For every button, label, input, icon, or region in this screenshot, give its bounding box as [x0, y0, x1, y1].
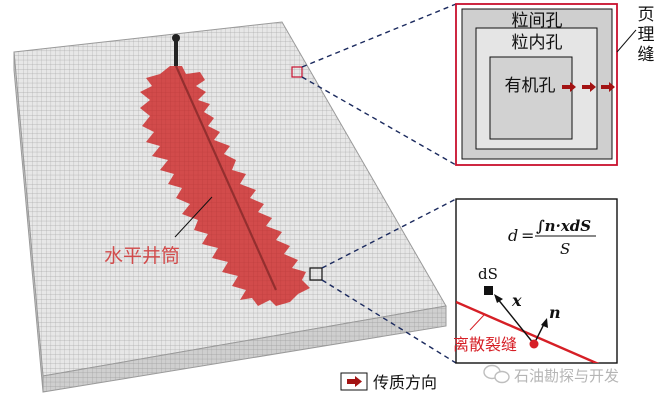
watermark-text: 石油勘探与开发	[514, 367, 619, 385]
svg-text:∫n·xdS: ∫n·xdS	[536, 217, 591, 235]
svg-text:S: S	[560, 240, 570, 258]
x-vector-label: x	[511, 291, 522, 310]
organic-pore-box	[489, 56, 573, 140]
discrete-fracture-leader	[469, 314, 485, 331]
svg-text:页理缝: 页理缝	[638, 5, 655, 65]
bedding-fracture-char: 理	[638, 25, 655, 45]
x-vector-arrowhead	[494, 294, 503, 303]
discrete-fracture-line	[456, 300, 600, 363]
slab-front-face	[42, 305, 447, 393]
bedding-fracture-char: 页	[638, 5, 655, 25]
n-vector-arrowhead	[541, 318, 548, 328]
wellbore-label: 水平井筒	[104, 245, 180, 267]
svg-text:=: =	[521, 226, 534, 245]
organic-pore-label: 有机孔	[505, 76, 556, 96]
bedding-fracture-char: 缝	[638, 45, 655, 65]
n-vector-label: n	[549, 303, 561, 322]
wechat-logo-icon	[483, 364, 510, 384]
distance-formula: d = ∫n·xdS S	[508, 217, 596, 258]
bedding-fracture-label: 页理缝	[616, 5, 655, 65]
ds-element-square	[484, 286, 493, 295]
discrete-fracture-inset: d = ∫n·xdS S dS x n 离散裂缝	[453, 198, 618, 364]
ds-label: dS	[478, 265, 498, 283]
pore-zoom-marker	[291, 66, 303, 78]
x-vector-line	[496, 297, 535, 345]
intergranular-pore-label: 粒间孔	[512, 11, 563, 31]
legend: 传质方向	[340, 372, 437, 392]
right-arrow-icon	[347, 376, 362, 387]
fracture-point	[529, 339, 539, 349]
horizontal-wellbore	[172, 34, 278, 291]
discrete-fracture-label: 离散裂缝	[453, 335, 517, 354]
mass-transfer-arrows	[562, 82, 615, 92]
watermark: 石油勘探与开发	[483, 364, 619, 385]
zoom-connectors	[301, 3, 457, 364]
fracture-zoom-marker	[309, 267, 323, 281]
legend-label: 传质方向	[373, 373, 437, 392]
pore-system-inset: 粒间孔 粒内孔 有机孔	[455, 3, 618, 166]
right-arrow-icon	[601, 82, 615, 92]
intragranular-pore-label: 粒内孔	[512, 33, 563, 53]
right-arrow-icon	[582, 82, 596, 92]
wellbore-leader-line	[174, 196, 213, 238]
fracture-network	[140, 66, 310, 306]
svg-text:d: d	[508, 226, 518, 245]
right-arrow-icon	[562, 82, 576, 92]
